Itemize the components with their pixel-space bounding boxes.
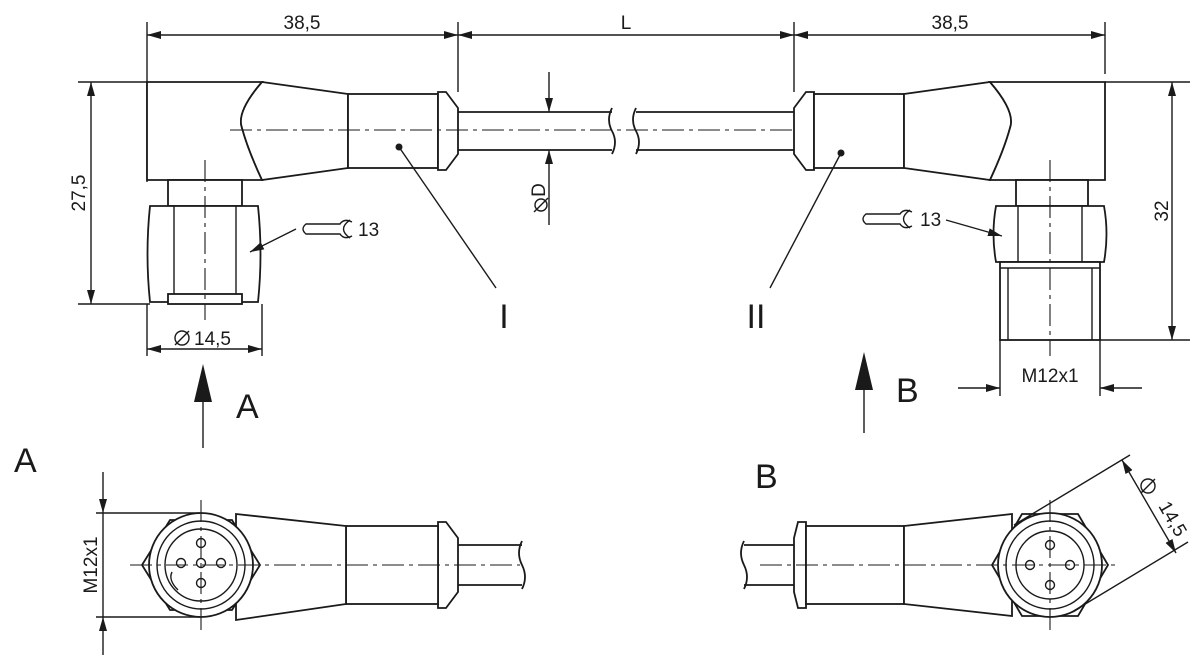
view-a: A M12x1: [14, 442, 526, 655]
left-length-label: 38,5: [284, 13, 321, 34]
arrow-a-label: A: [236, 388, 259, 426]
right-thread-label: M12x1: [1021, 366, 1078, 387]
left-wrench-annotation: 13: [249, 219, 379, 253]
view-b-diameter-label: 14,5: [1154, 498, 1191, 541]
connector-two: [636, 81, 1108, 356]
leader-lines: I II: [395, 143, 845, 336]
right-thread-dimension: M12x1: [958, 340, 1142, 396]
wrench-icon: [302, 219, 353, 239]
left-height-dimension: 27,5: [69, 81, 150, 305]
arrow-b-label: B: [896, 372, 919, 410]
cable-break-left: [608, 107, 616, 155]
right-wrench-annotation: 13: [862, 209, 1003, 237]
diameter-symbol-icon: [174, 330, 190, 346]
left-wrench-size: 13: [358, 220, 379, 241]
cable-break-right: [632, 107, 640, 155]
top-dimensions: 38,5 L 38,5: [146, 13, 1106, 182]
diameter-symbol-icon: [534, 198, 548, 212]
right-length-label: 38,5: [932, 13, 969, 34]
right-height-label: 32: [1152, 200, 1173, 221]
view-b: B 14,5: [740, 454, 1191, 635]
view-arrow-a: A: [194, 364, 259, 448]
view-b-title: B: [755, 458, 778, 496]
cable-diameter-dimension: D: [529, 72, 553, 225]
view-arrow-b: B: [855, 352, 919, 433]
wrench-icon: [862, 209, 913, 229]
view-a-thread-label: M12x1: [81, 536, 102, 593]
left-nut-diameter-label: 14,5: [194, 329, 231, 350]
cable-diameter-label: D: [529, 183, 550, 197]
left-height-label: 27,5: [69, 175, 90, 212]
diameter-symbol-icon: [1140, 478, 1156, 494]
left-nut-diameter-dimension: 14,5: [146, 304, 263, 356]
right-height-dimension: 32: [1100, 81, 1190, 341]
connector-one: [146, 81, 1000, 320]
right-wrench-size: 13: [920, 210, 941, 231]
cable-length-label: L: [621, 13, 632, 34]
connector-one-label: I: [499, 298, 508, 336]
connector-two-label: II: [747, 298, 766, 336]
view-a-title: A: [14, 442, 37, 480]
